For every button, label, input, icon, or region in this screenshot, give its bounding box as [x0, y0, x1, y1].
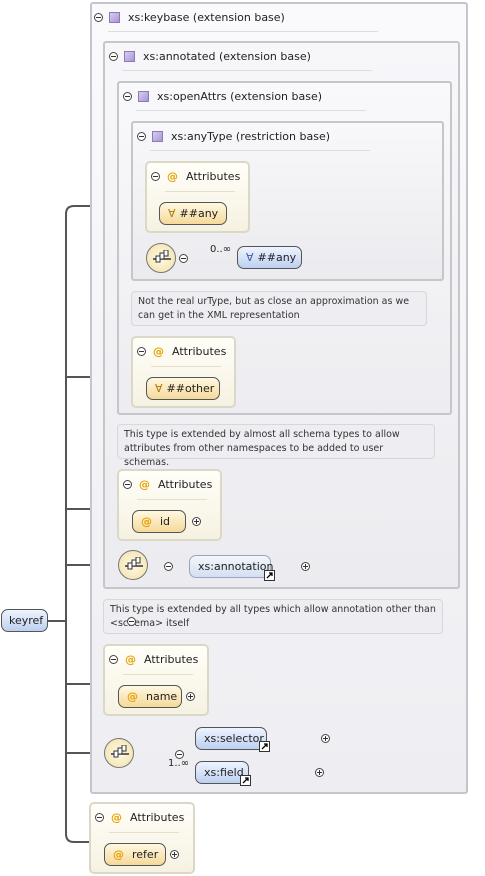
- complex-type-icon: [124, 51, 135, 62]
- keybase-title: xs:keybase (extension base): [128, 11, 285, 24]
- collapse-icon[interactable]: [109, 655, 118, 664]
- other-attribute[interactable]: ∀ ##other: [146, 377, 220, 400]
- collapse-icon[interactable]: [137, 132, 146, 141]
- collapse-icon[interactable]: [123, 92, 132, 101]
- divider: [123, 674, 193, 675]
- anytype-header: xs:anyType (restriction base): [137, 130, 330, 143]
- divider: [109, 832, 179, 833]
- occurs-label: 0..∞: [210, 244, 232, 255]
- openattrs-title: xs:openAttrs (extension base): [157, 90, 323, 103]
- divider: [151, 366, 221, 367]
- annotation-element[interactable]: xs:annotation: [189, 555, 274, 578]
- attribute-icon: @: [139, 478, 150, 491]
- collapse-icon[interactable]: [163, 562, 173, 571]
- annotated-annotation: This type is extended by all types which…: [103, 599, 443, 634]
- openattrs-annotation: This type is extended by almost all sche…: [117, 424, 435, 468]
- expand-icon[interactable]: [170, 850, 179, 859]
- anytype-title: xs:anyType (restriction base): [171, 130, 331, 143]
- keybase-header: xs:keybase (extension base): [94, 11, 285, 24]
- refer-attribute[interactable]: @ refer: [104, 843, 166, 866]
- attribute-icon: @: [141, 515, 152, 528]
- id-attribute[interactable]: @ id: [132, 510, 186, 533]
- expand-icon[interactable]: [186, 692, 195, 701]
- divider: [137, 499, 207, 500]
- attribute-icon: @: [153, 345, 164, 358]
- collapse-icon[interactable]: [95, 813, 104, 822]
- sequence-compositor-icon[interactable]: [118, 550, 148, 580]
- attributes-header: @ Attributes: [109, 653, 198, 666]
- expand-icon[interactable]: [301, 562, 310, 571]
- any-attribute-label: ##any: [179, 207, 219, 220]
- keyref-root-element[interactable]: keyref: [1, 609, 48, 632]
- expand-icon[interactable]: [314, 768, 324, 777]
- keyref-attributes-box: @ Attributes @ refer: [89, 802, 195, 874]
- keybase-attributes-box: @ Attributes @ name: [103, 644, 209, 716]
- sequence-compositor-icon[interactable]: [104, 738, 134, 768]
- annotation-element-label: xs:annotation: [198, 560, 274, 573]
- keyref-label: keyref: [9, 614, 44, 627]
- sequence-compositor-icon[interactable]: [146, 243, 176, 273]
- occurs-label: 1..∞: [168, 758, 190, 769]
- reference-link-icon[interactable]: [264, 570, 275, 581]
- attribute-icon: @: [167, 170, 178, 183]
- attributes-header: @ Attributes: [123, 478, 212, 491]
- attributes-label: Attributes: [130, 811, 185, 824]
- attributes-label: Attributes: [144, 653, 199, 666]
- collapse-icon[interactable]: [127, 617, 136, 626]
- attributes-label: Attributes: [186, 170, 241, 183]
- id-attribute-label: id: [160, 515, 171, 528]
- name-attribute-label: name: [146, 690, 178, 703]
- attributes-label: Attributes: [172, 345, 227, 358]
- field-element-label: xs:field: [204, 766, 244, 779]
- attribute-icon: @: [111, 811, 122, 824]
- expand-icon[interactable]: [321, 734, 330, 743]
- collapse-icon[interactable]: [137, 347, 146, 356]
- divider: [136, 110, 366, 111]
- divider: [150, 150, 370, 151]
- annotated-header: xs:annotated (extension base): [109, 50, 311, 63]
- complex-type-icon: [152, 131, 163, 142]
- attributes-header: @ Attributes: [151, 170, 240, 183]
- selector-element[interactable]: xs:selector: [195, 727, 267, 750]
- collapse-icon[interactable]: [123, 480, 132, 489]
- collapse-icon[interactable]: [179, 254, 188, 263]
- selector-element-label: xs:selector: [204, 732, 264, 745]
- any-attribute[interactable]: ∀ ##any: [159, 202, 227, 225]
- divider: [108, 31, 378, 32]
- expand-icon[interactable]: [192, 517, 201, 526]
- any-wildcard-icon: ∀: [246, 251, 254, 264]
- refer-attribute-label: refer: [132, 848, 159, 861]
- divider: [122, 70, 372, 71]
- collapse-icon[interactable]: [94, 13, 103, 22]
- complex-type-icon: [109, 12, 120, 23]
- annotated-attributes-box: @ Attributes @ id: [117, 469, 222, 541]
- anytype-attributes-box: @ Attributes ∀ ##any: [145, 161, 250, 233]
- field-element[interactable]: xs:field: [195, 761, 249, 784]
- complex-type-icon: [138, 91, 149, 102]
- collapse-icon[interactable]: [109, 52, 118, 61]
- any-element-label: ##any: [257, 251, 297, 264]
- reference-link-icon[interactable]: [259, 741, 270, 752]
- attributes-label: Attributes: [158, 478, 213, 491]
- any-wildcard-icon: ∀: [168, 207, 176, 220]
- divider: [165, 191, 235, 192]
- other-attribute-label: ##other: [166, 382, 215, 395]
- collapse-icon[interactable]: [174, 750, 184, 759]
- annotated-note-text: This type is extended by all types which…: [110, 604, 436, 629]
- name-attribute[interactable]: @ name: [118, 685, 182, 708]
- attributes-header: @ Attributes: [137, 345, 226, 358]
- attribute-icon: @: [125, 653, 136, 666]
- collapse-icon[interactable]: [151, 172, 160, 181]
- reference-link-icon[interactable]: [240, 775, 251, 786]
- openattrs-attributes-box: @ Attributes ∀ ##other: [131, 336, 236, 408]
- annotated-title: xs:annotated (extension base): [143, 50, 311, 63]
- attributes-header: @ Attributes: [95, 811, 184, 824]
- attribute-icon: @: [113, 848, 124, 861]
- attribute-icon: @: [127, 690, 138, 703]
- anytype-annotation: Not the real urType, but as close an app…: [131, 291, 427, 326]
- openattrs-header: xs:openAttrs (extension base): [123, 90, 322, 103]
- any-wildcard-icon: ∀: [155, 382, 163, 395]
- any-element[interactable]: ∀ ##any: [237, 246, 302, 269]
